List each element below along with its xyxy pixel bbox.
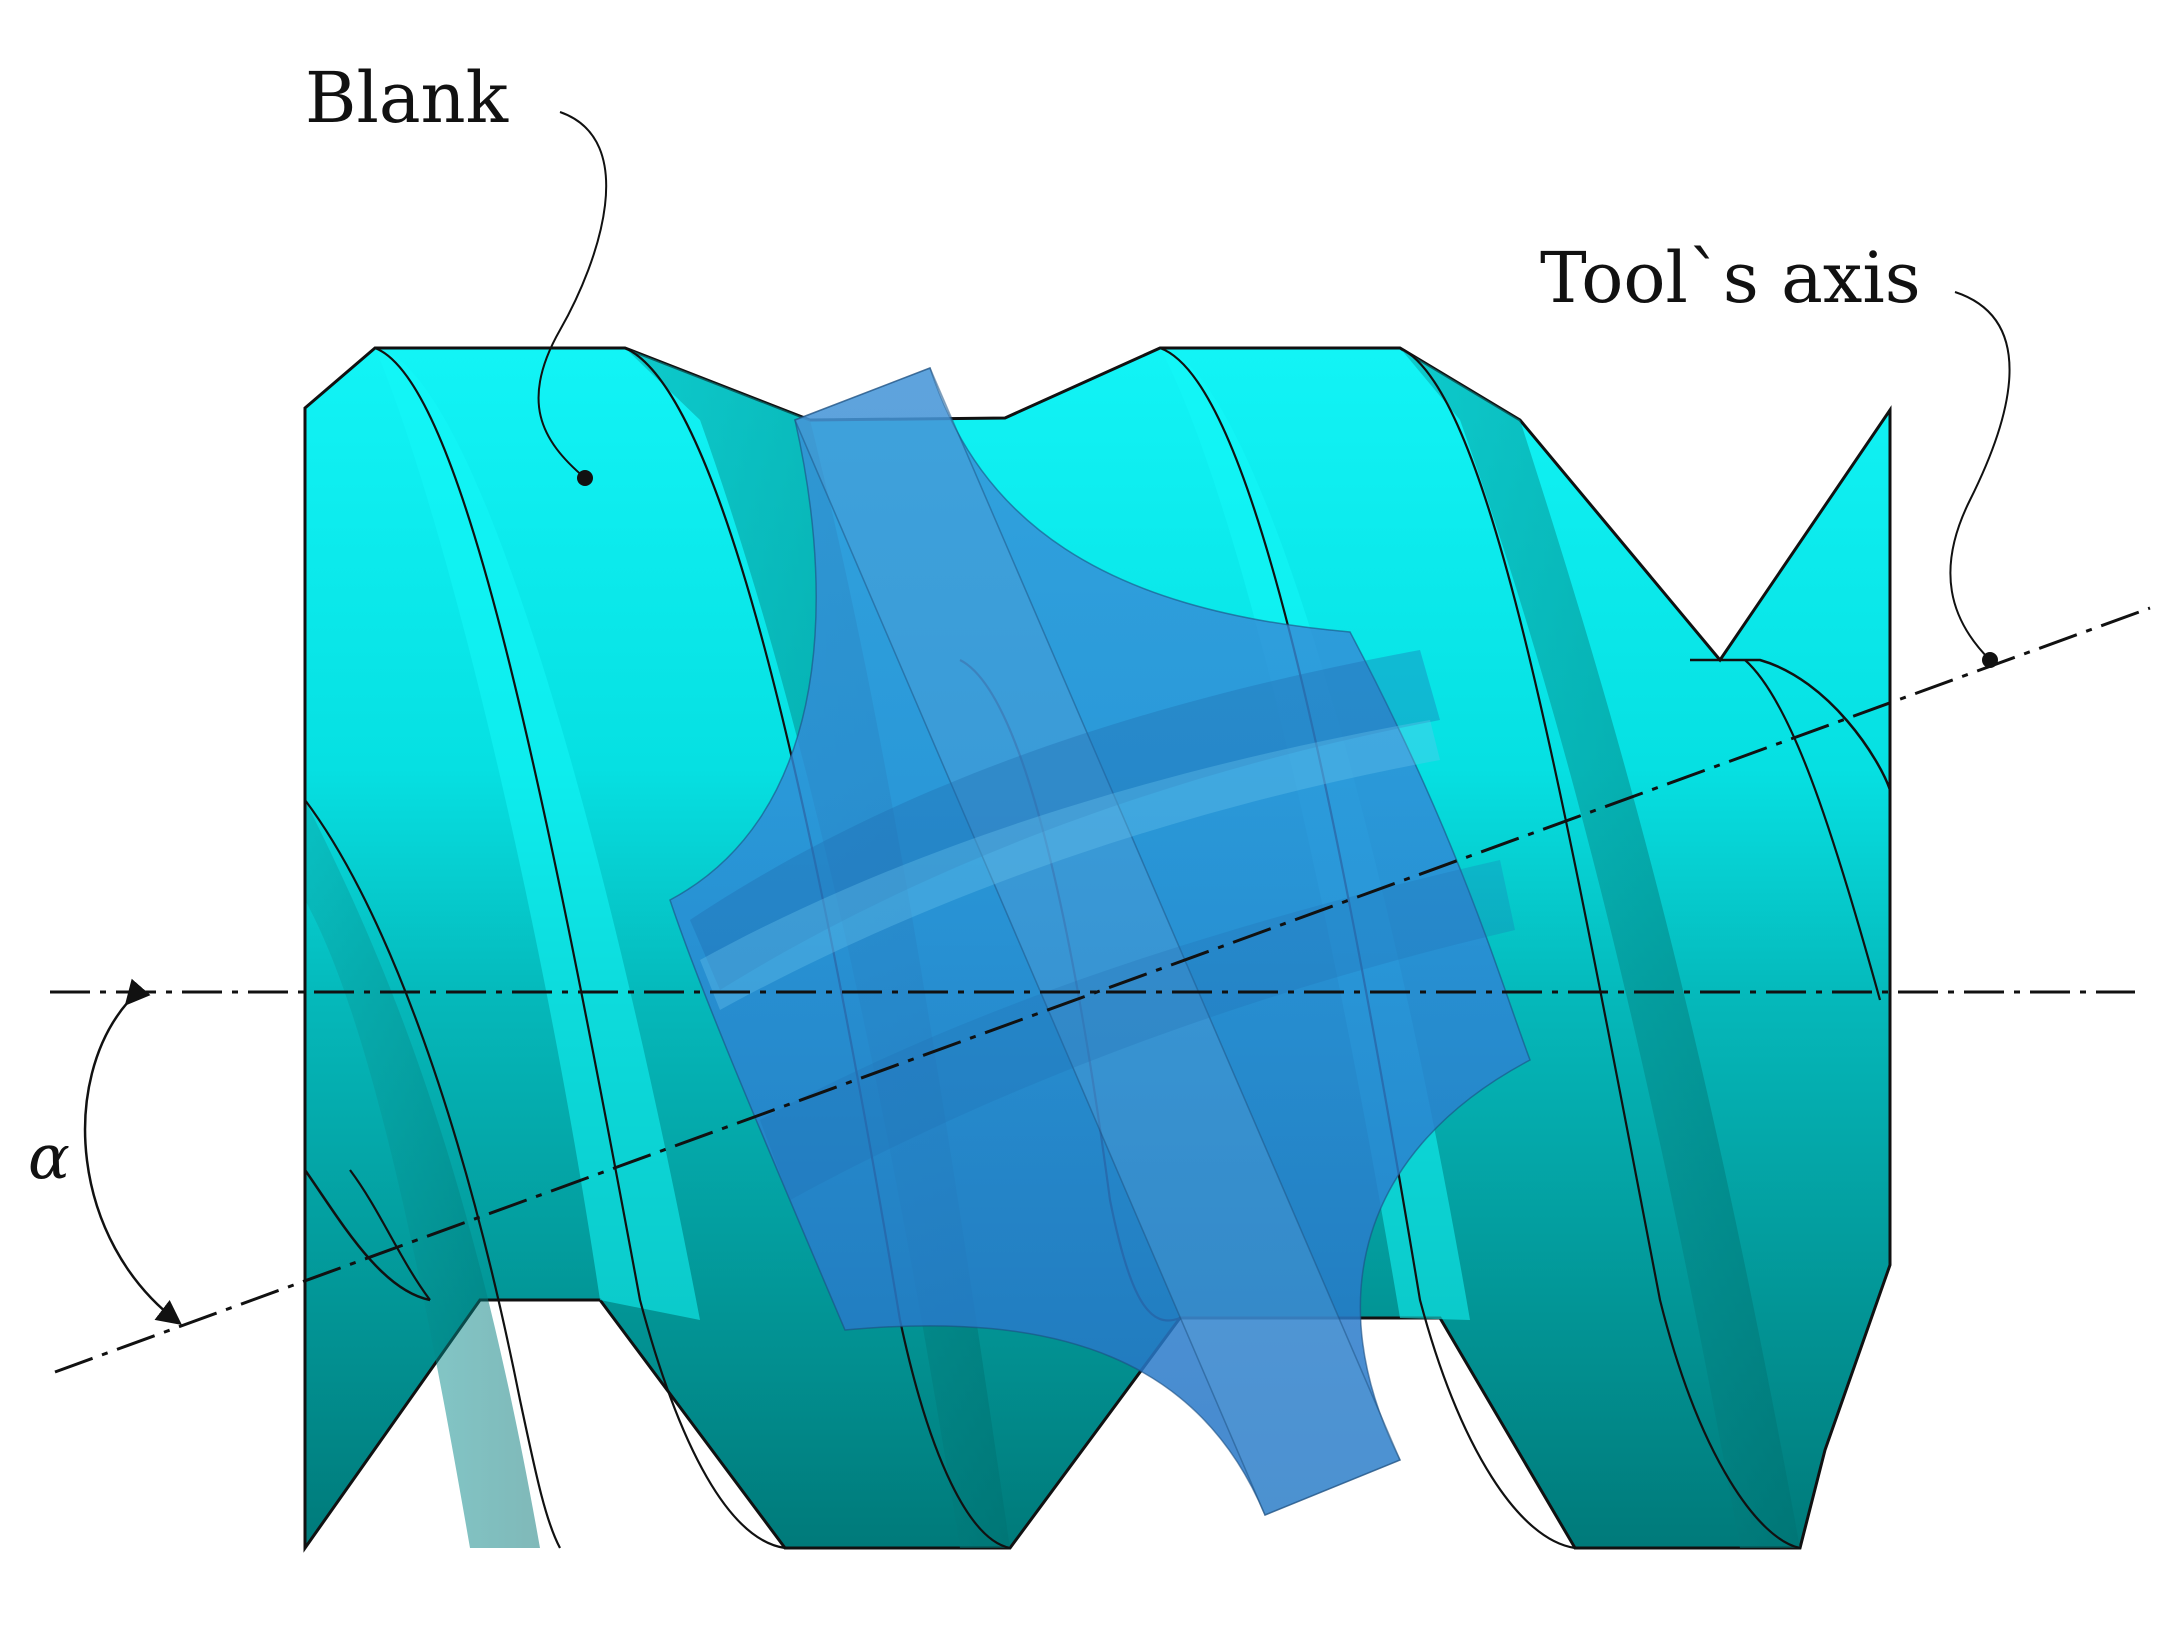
blank-leader-dot (577, 470, 593, 486)
thread-flank-dark-2 (1400, 348, 1800, 1548)
helix-line (304, 799, 561, 1549)
thread-crest-left (375, 348, 700, 1320)
helix-line (1399, 347, 1801, 1550)
blank-label: Blank (305, 57, 509, 139)
tool-rim-band (794, 367, 1401, 1516)
tool-axis-leader-dot (1982, 652, 1998, 668)
angle-annotation: α (28, 978, 182, 1326)
angle-arc (83, 978, 182, 1326)
thread-flank-dark-3 (305, 800, 540, 1548)
blank-left-step (303, 1169, 431, 1302)
axes (50, 606, 2151, 1374)
helix-line (1744, 659, 1882, 1001)
tool-axis-label: Tool`s axis (1540, 237, 1921, 319)
helix-line (349, 1169, 431, 1301)
helix-line (374, 346, 786, 1550)
tool-axis-leader-line (1949, 291, 2011, 661)
angle-label: α (28, 1120, 70, 1193)
blank-leader-line (537, 111, 608, 479)
blank-callout: Blank (305, 57, 608, 486)
tool-axis-line (54, 606, 2151, 1374)
tool-shade-stripe (690, 650, 1440, 990)
helix-lines (304, 346, 1882, 1550)
tool-shade-stripe (760, 860, 1515, 1200)
tool-wheel (669, 367, 1531, 1516)
tool-highlight-stripe (700, 720, 1440, 1010)
blank-right-step (1690, 658, 1892, 791)
tool-axis-callout: Tool`s axis (1540, 237, 2011, 668)
